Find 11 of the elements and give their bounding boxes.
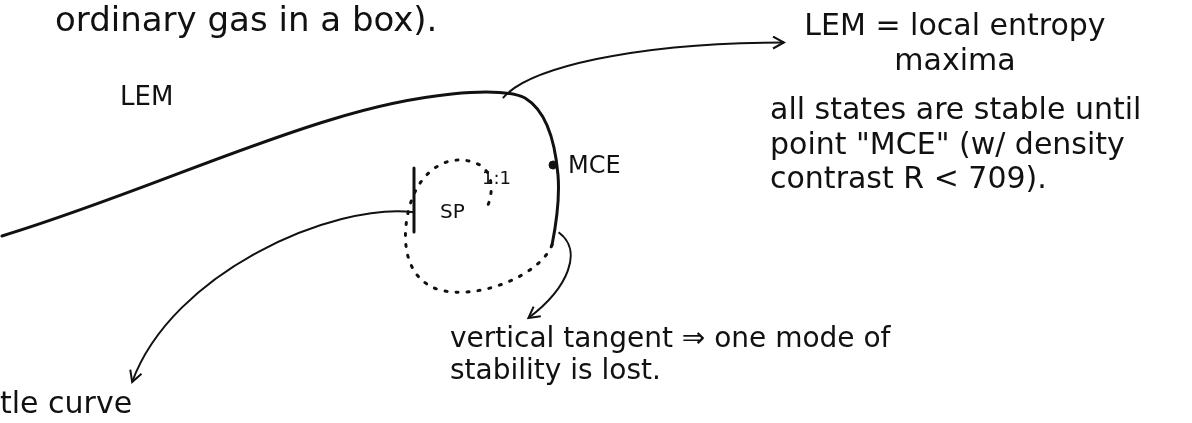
- note-text: all states are stable until point "MCE" (w/ density contrast R < 709).: [770, 92, 1143, 196]
- arrow: [501, 35, 785, 100]
- note-text: vertical tangent ⇒ one mode of stability is lost.: [450, 322, 1010, 387]
- heading-text: ordinary gas in a box).: [55, 0, 438, 40]
- point-label: SP: [440, 200, 465, 223]
- arrow: [527, 231, 572, 319]
- curve-label: LEM: [120, 82, 174, 112]
- point-label: MCE: [568, 152, 621, 180]
- note-text: LEM = local entropy maxima: [790, 8, 1120, 77]
- note-text: tle curve: [0, 386, 133, 421]
- arrow: [130, 210, 415, 383]
